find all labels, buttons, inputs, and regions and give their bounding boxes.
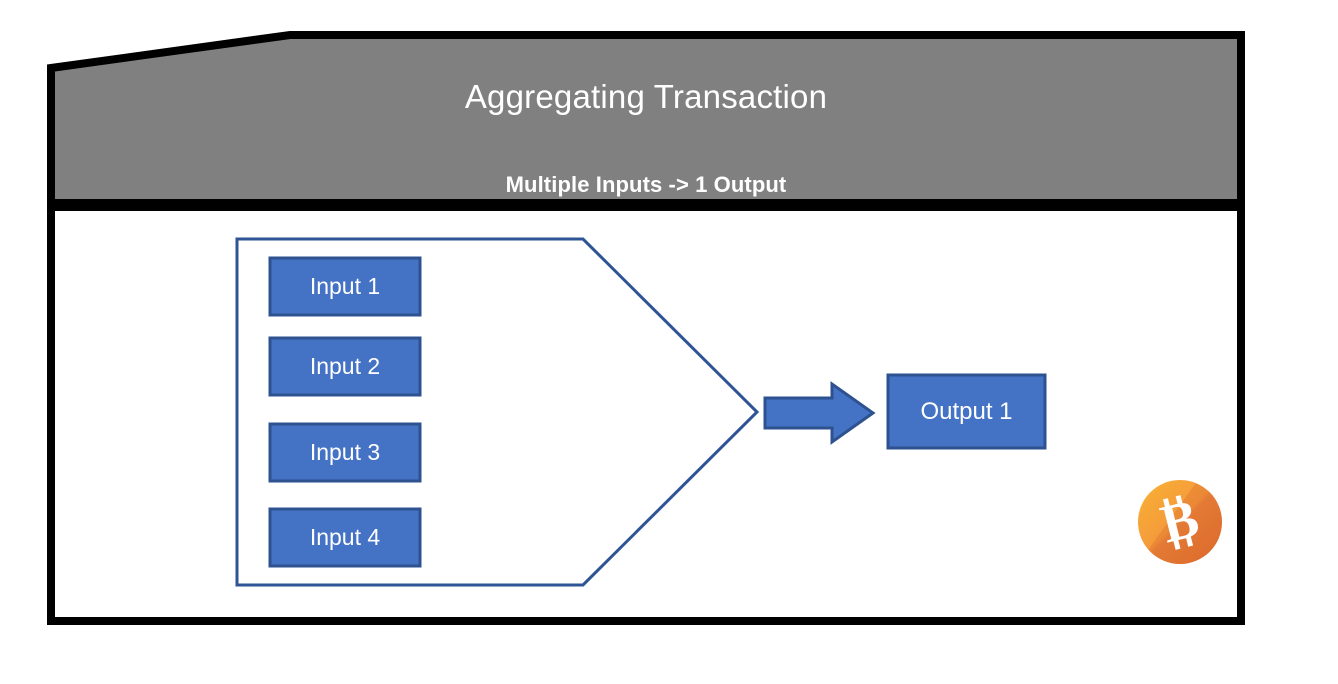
diagram-body-frame [47, 203, 1245, 625]
input-box-4[interactable] [268, 507, 422, 568]
bitcoin-logo-icon: B [1138, 480, 1222, 564]
input-box-2[interactable] [268, 336, 422, 397]
flow-arrow-icon [763, 381, 876, 445]
input-box-1[interactable] [268, 256, 422, 317]
output-box-1[interactable] [886, 373, 1047, 450]
header-banner [47, 31, 1245, 207]
inputs-group-outline [235, 237, 760, 587]
input-box-3[interactable] [268, 422, 422, 483]
